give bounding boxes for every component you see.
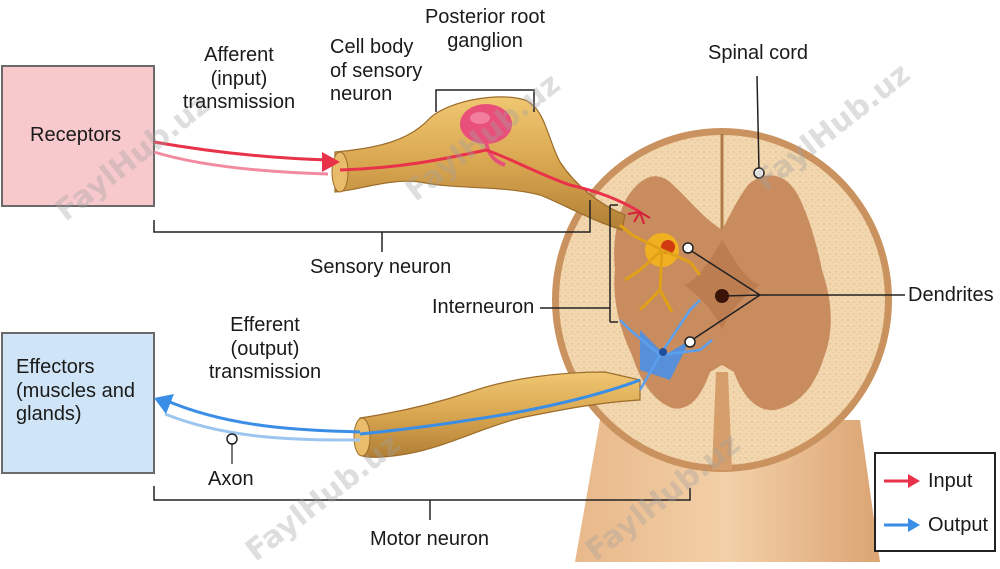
efferent-label: Efferent (output) transmission: [208, 314, 322, 384]
afferent-path: [153, 140, 329, 162]
axon-label: Axon: [208, 468, 254, 490]
dendrites-label: Dendrites: [908, 284, 994, 306]
dendrite-marker-2: [684, 336, 696, 348]
sensory-neuron-bracket: [153, 200, 591, 233]
spinal-cord-label: Spinal cord: [708, 42, 809, 64]
effectors-box: [1, 332, 155, 474]
interneuron-label: Interneuron: [432, 296, 535, 318]
cell-body-label: Cell body of sensory neuron: [330, 36, 423, 106]
dendrite-marker-1: [682, 242, 694, 254]
receptors-box: [1, 65, 155, 207]
efferent-path: [164, 398, 361, 434]
legend: Input Output: [874, 452, 996, 552]
sensory-nerve: [334, 96, 626, 231]
receptors-label: Receptors: [30, 124, 122, 146]
ganglion-bracket: [435, 89, 535, 112]
sensory-cell-body: [460, 104, 512, 144]
output-arrow-icon: [884, 518, 920, 532]
legend-output-row: Output: [882, 510, 988, 540]
sensory-neuron-label: Sensory neuron: [310, 256, 452, 278]
efferent-arrowhead: [154, 394, 174, 414]
interneuron-cell: [619, 223, 702, 313]
legend-input-row: Input: [882, 466, 972, 496]
axon-marker: [226, 433, 238, 445]
spinal-cord-marker: [753, 167, 765, 179]
motor-neuron-bracket: [153, 486, 691, 501]
afferent-label: Afferent (input) transmission: [182, 44, 296, 114]
legend-output-label: Output: [928, 513, 989, 536]
motor-neuron-label: Motor neuron: [370, 528, 489, 550]
interneuron-bracket: [540, 204, 618, 323]
motor-neuron-cell: [619, 299, 713, 391]
ganglion-label: Posterior root ganglion: [424, 6, 546, 52]
effectors-label: Effectors (muscles and glands): [16, 356, 135, 426]
input-arrow-icon: [884, 474, 920, 488]
afferent-arrowhead: [322, 152, 340, 172]
dendrite-marker-3: [715, 289, 729, 303]
legend-input-label: Input: [928, 469, 973, 492]
